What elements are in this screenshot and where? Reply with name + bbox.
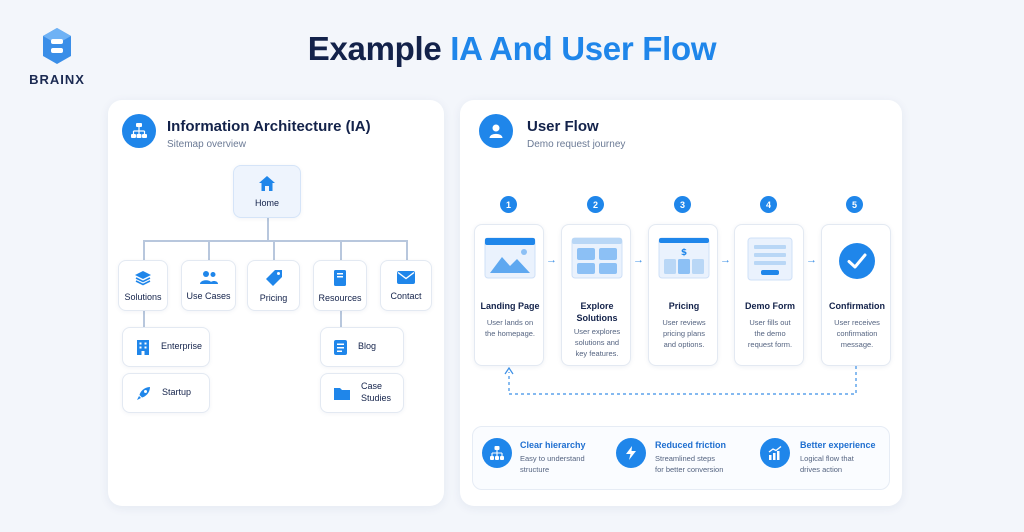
ia-panel-title: Information Architecture (IA) [167, 118, 371, 135]
document-icon [334, 339, 347, 355]
ia-node-solutions[interactable]: Solutions [118, 260, 168, 311]
user-flow-title: User Flow [527, 118, 599, 135]
ia-node-label: Use Cases [186, 291, 231, 301]
landing-page-icon [484, 237, 536, 279]
ia-node-label: Resources [318, 292, 362, 303]
brainx-logo-icon [43, 28, 71, 64]
hierarchy-icon [482, 438, 512, 468]
users-icon [199, 271, 218, 284]
ia-node-label: Pricing [259, 292, 288, 303]
grid-icon [571, 237, 623, 279]
connector-line [273, 240, 275, 260]
ia-leaf-enterprise[interactable]: Enterprise [122, 327, 210, 367]
user-icon [479, 114, 513, 148]
flow-step-landing-page[interactable]: Landing Page User lands on the homepage. [474, 224, 544, 366]
ia-node-resources[interactable]: Resources [313, 260, 367, 311]
connector-line [143, 311, 145, 327]
title-accent: IA And User Flow [450, 30, 717, 67]
brand-logo: BRAINX [22, 26, 92, 87]
step-title: Demo Form [744, 301, 795, 311]
step-desc: User lands on the homepage. [484, 318, 536, 338]
step-desc: User explores solutions and key features… [573, 327, 621, 358]
building-icon [137, 339, 149, 355]
flow-step-demo-form[interactable]: Demo Form User fills out the demo reques… [734, 224, 804, 366]
flow-step-confirmation[interactable]: Confirmation User receives confirmation … [821, 224, 891, 366]
page-title: Example IA And User Flow [0, 30, 1024, 68]
benefit-desc: Easy to understand structure [520, 454, 585, 474]
ia-node-pricing[interactable]: Pricing [247, 260, 300, 311]
step-number: 1 [500, 196, 517, 213]
lightning-icon [616, 438, 646, 468]
ia-leaf-label: Startup [162, 387, 192, 398]
benefits-box [472, 426, 890, 490]
benefit-title: Better experience [800, 440, 876, 450]
brand-name: BRAINX [29, 72, 85, 87]
ia-leaf-blog[interactable]: Blog [320, 327, 404, 367]
ia-node-contact[interactable]: Contact [380, 260, 432, 311]
connector-line [406, 240, 408, 260]
connector-line [208, 240, 210, 260]
step-number: 2 [587, 196, 604, 213]
sitemap-icon [122, 114, 156, 148]
flow-step-explore-solutions[interactable]: Explore Solutions User explores solution… [561, 224, 631, 366]
arrow-right-icon: → [633, 254, 644, 266]
rocket-icon [137, 386, 150, 400]
benefit-desc: Streamlined steps for better conversion [655, 454, 724, 474]
flow-step-pricing[interactable]: $ Pricing User reviews pricing plans and… [648, 224, 718, 366]
layers-icon [135, 270, 151, 285]
pricing-icon: $ [658, 237, 710, 279]
ia-leaf-startup[interactable]: Startup [122, 373, 210, 413]
book-icon [334, 269, 346, 286]
step-title: Pricing [668, 301, 700, 311]
benefit-desc: Logical flow that drives action [800, 454, 854, 474]
tag-icon [265, 269, 282, 286]
connector-line [340, 240, 342, 260]
step-desc: User reviews pricing plans and options. [662, 318, 706, 349]
ia-node-home[interactable]: Home [233, 165, 301, 218]
connector-line [143, 240, 407, 242]
home-icon [259, 176, 275, 191]
loop-back-connector [504, 366, 857, 395]
mail-icon [397, 271, 415, 284]
check-icon [839, 243, 875, 279]
svg-text:$: $ [681, 248, 687, 258]
step-desc: User receives confirmation message. [834, 318, 880, 349]
step-number: 5 [846, 196, 863, 213]
growth-chart-icon [760, 438, 790, 468]
form-icon [747, 237, 793, 281]
step-number: 3 [674, 196, 691, 213]
ia-panel-subtitle: Sitemap overview [167, 139, 246, 150]
step-title: Confirmation [829, 301, 885, 311]
ia-leaf-label: Enterprise [161, 341, 203, 352]
connector-line [340, 311, 342, 327]
step-title: Landing Page [480, 301, 540, 311]
connector-line [143, 240, 145, 260]
step-number: 4 [760, 196, 777, 213]
ia-leaf-label: Blog [358, 341, 377, 352]
folder-icon [334, 387, 350, 400]
title-main: Example [307, 30, 442, 67]
ia-leaf-case-studies[interactable]: Case Studies [320, 373, 404, 413]
ia-node-use-cases[interactable]: Use Cases [181, 260, 236, 311]
ia-leaf-label: Case Studies [361, 381, 392, 403]
benefit-title: Clear hierarchy [520, 440, 586, 450]
arrow-right-icon: → [806, 254, 817, 266]
step-desc: User fills out the demo request form. [747, 318, 793, 349]
ia-node-label: Contact [390, 291, 422, 301]
benefit-title: Reduced friction [655, 440, 727, 450]
arrow-right-icon: → [720, 254, 731, 266]
connector-line [267, 218, 269, 240]
step-title: Explore Solutions [576, 301, 618, 323]
user-flow-subtitle: Demo request journey [527, 139, 626, 150]
ia-node-label: Home [254, 198, 279, 208]
ia-node-label: Solutions [124, 291, 162, 302]
arrow-right-icon: → [546, 254, 557, 266]
